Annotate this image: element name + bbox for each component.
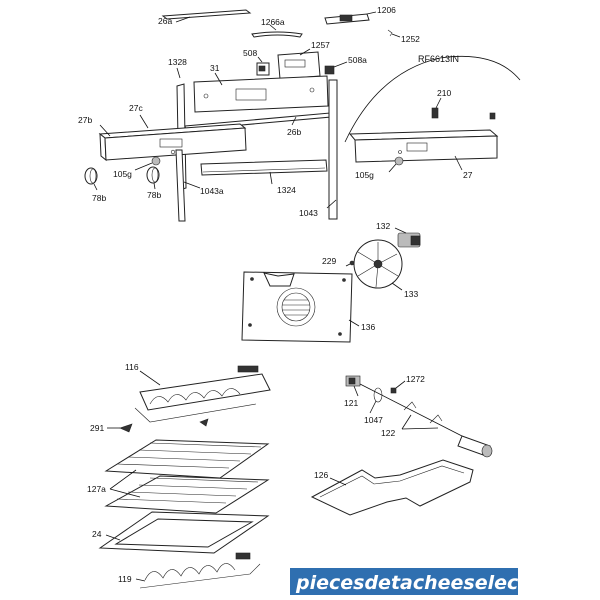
part-508 xyxy=(256,56,270,76)
label-508a: 508a xyxy=(348,55,367,65)
part-126-lower-element xyxy=(310,459,474,516)
label-229: 229 xyxy=(322,256,336,266)
label-1206: 1206 xyxy=(377,5,396,15)
label-133: 133 xyxy=(404,289,418,299)
label-26b: 26b xyxy=(287,127,301,137)
label-1043: 1043 xyxy=(299,208,318,218)
label-121: 121 xyxy=(344,398,358,408)
part-27-front-panel-variant xyxy=(348,112,499,171)
part-1272 xyxy=(390,380,406,394)
part-105g-left xyxy=(134,156,161,171)
label-105g-left: 105g xyxy=(113,169,132,179)
label-105g-right: 105g xyxy=(355,170,374,180)
label-126: 126 xyxy=(314,470,328,480)
part-1266a xyxy=(251,24,303,38)
part-105g-right xyxy=(388,156,404,173)
part-127a-wire-shelf-lower xyxy=(104,475,270,514)
label-78b-right: 78b xyxy=(147,190,161,200)
leader-127a-lower xyxy=(109,488,141,498)
part-78b-right xyxy=(146,166,160,190)
part-1206 xyxy=(324,11,377,25)
label-27: 27 xyxy=(463,170,473,180)
label-210: 210 xyxy=(437,88,451,98)
part-119-bottom-element xyxy=(135,552,261,589)
label-136: 136 xyxy=(361,322,375,332)
label-508: 508 xyxy=(243,48,257,58)
label-1047: 1047 xyxy=(364,415,383,425)
label-1324: 1324 xyxy=(277,185,296,195)
label-26a: 26a xyxy=(158,16,172,26)
part-132-fan-motor xyxy=(394,227,421,248)
model-variant-arc xyxy=(344,55,521,143)
label-291: 291 xyxy=(90,423,104,433)
label-27c: 27c xyxy=(129,103,143,113)
part-78b-left xyxy=(84,167,98,191)
label-1328: 1328 xyxy=(168,57,187,67)
part-1257-control-module xyxy=(277,48,321,80)
part-127a-wire-shelf-upper xyxy=(104,439,270,479)
watermark: piecesdetacheeselec.com xyxy=(290,568,570,595)
part-116-grill-element xyxy=(134,365,271,423)
part-508a xyxy=(324,61,348,75)
label-27b: 27b xyxy=(78,115,92,125)
part-24-baking-tray xyxy=(98,511,270,554)
label-78b-left: 78b xyxy=(92,193,106,203)
part-1252 xyxy=(387,29,401,38)
label-1252: 1252 xyxy=(401,34,420,44)
label-1266a: 1266a xyxy=(261,17,285,27)
label-1257: 1257 xyxy=(311,40,330,50)
leader-127a-upper xyxy=(109,469,137,490)
label-119: 119 xyxy=(118,574,132,584)
label-116: 116 xyxy=(125,362,139,372)
part-133-fan xyxy=(353,239,403,291)
watermark-text: piecesdetacheeselec.com xyxy=(295,572,570,594)
label-122: 122 xyxy=(381,428,395,438)
part-210 xyxy=(431,97,442,119)
part-27b-front-panel xyxy=(98,114,247,162)
label-1043a: 1043a xyxy=(200,186,224,196)
label-31: 31 xyxy=(210,63,220,73)
part-1043a xyxy=(175,149,201,222)
part-122-rotisserie-spit xyxy=(359,383,493,458)
part-31-panel xyxy=(193,72,329,113)
label-132: 132 xyxy=(376,221,390,231)
part-1324 xyxy=(200,159,328,185)
part-229 xyxy=(345,260,355,267)
part-121-spit-motor xyxy=(345,375,361,397)
label-24: 24 xyxy=(92,529,102,539)
label-1272: 1272 xyxy=(406,374,425,384)
label-127a: 127a xyxy=(87,484,106,494)
part-136-back-panel xyxy=(241,271,360,343)
part-26a xyxy=(161,9,252,23)
part-1043 xyxy=(326,79,338,220)
model-label: RF6613IN xyxy=(418,54,459,64)
part-291 xyxy=(107,418,209,433)
